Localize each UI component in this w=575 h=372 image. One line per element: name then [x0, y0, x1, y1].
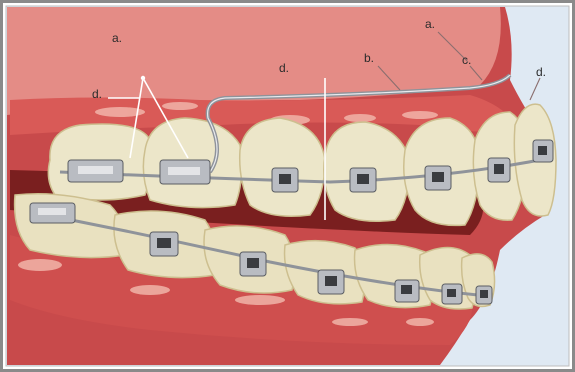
bracket-lower-6	[442, 284, 462, 304]
label-a-right: a.	[425, 17, 435, 31]
bracket-upper-6	[488, 158, 510, 182]
bracket-lower-7	[476, 286, 492, 304]
leader-a-left-dot	[141, 76, 145, 80]
label-b: b.	[364, 51, 374, 65]
molar-band-bracket-1	[68, 160, 123, 182]
bracket-lower-2	[150, 232, 178, 256]
upper-premolar-1	[240, 118, 325, 216]
label-d-mid: d.	[279, 61, 289, 75]
bracket-upper-4	[350, 168, 376, 192]
label-c: c.	[462, 53, 471, 67]
bracket-upper-5	[425, 166, 451, 190]
bracket-upper-3	[272, 168, 298, 192]
bracket-lower-5	[395, 280, 419, 302]
label-a-left: a.	[112, 31, 122, 45]
bracket-upper-7	[533, 140, 553, 162]
label-d-left: d.	[92, 87, 102, 101]
molar-band-bracket-lower	[30, 203, 75, 223]
molar-band-bracket-2	[160, 160, 210, 184]
bracket-lower-4	[318, 270, 344, 294]
bracket-lower-3	[240, 252, 266, 276]
label-d-right: d.	[536, 65, 546, 79]
